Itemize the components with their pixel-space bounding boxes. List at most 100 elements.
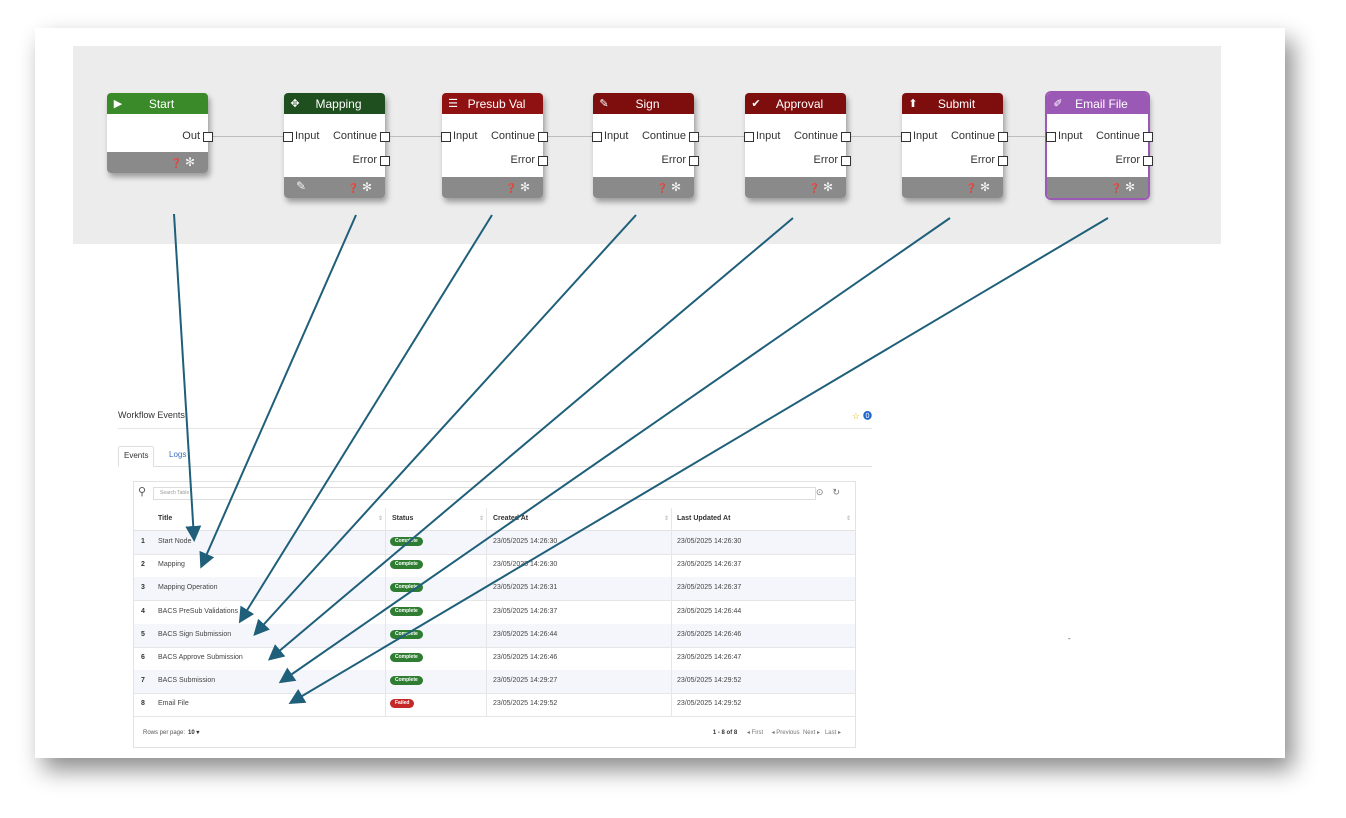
cell-created-at: 23/05/2025 14:26:44 [493, 630, 558, 638]
move-icon: ✥ [290, 98, 300, 110]
sort-icon[interactable]: ⇕ [479, 516, 485, 522]
input-port[interactable] [901, 132, 911, 142]
help-icon[interactable]: ❓ [347, 183, 362, 193]
node-header[interactable]: ✐Email File [1047, 93, 1148, 114]
gear-icon[interactable]: ✻ [670, 180, 684, 194]
column-header-last-updated-at[interactable]: Last Updated At [677, 515, 731, 522]
node-header[interactable]: ✎Sign [593, 93, 694, 114]
gear-icon[interactable]: ✻ [184, 155, 198, 169]
node-header[interactable]: ✔Approval [745, 93, 846, 114]
node-header[interactable]: ✥Mapping [284, 93, 385, 114]
output-port[interactable] [203, 132, 213, 142]
column-header-created-at[interactable]: Created At [493, 515, 529, 522]
help-icon[interactable]: ❓ [1110, 183, 1125, 193]
check-icon: ✔ [751, 98, 761, 110]
tab-logs[interactable]: Logs [169, 450, 187, 459]
output-port[interactable] [689, 132, 699, 142]
upload-icon: ⬆ [908, 98, 918, 110]
gear-icon[interactable]: ✻ [1124, 180, 1138, 194]
search-input[interactable]: Search Table [153, 487, 816, 500]
node-title: Presub Val [467, 96, 526, 111]
first-page-button[interactable]: ◂ First [746, 730, 764, 736]
port-label: Error [352, 154, 377, 166]
output-port[interactable] [538, 156, 548, 166]
column-settings-icon[interactable]: ⊙ [815, 487, 833, 497]
input-port[interactable] [744, 132, 754, 142]
column-divider [486, 508, 487, 717]
help-icon[interactable]: ❓ [965, 183, 980, 193]
rows-per-page-select[interactable]: 10 ▾ [188, 730, 200, 736]
node-header[interactable]: ⬆Submit [902, 93, 1003, 114]
output-port[interactable] [841, 156, 851, 166]
row-number: 8 [141, 700, 145, 708]
cell-title: BACS PreSub Validations [158, 607, 239, 615]
sort-icon[interactable]: ⇕ [664, 516, 670, 522]
help-icon[interactable]: ❓ [170, 158, 185, 168]
rows-per-page-label: Rows per page: [143, 730, 186, 736]
node-footer: ✎ ❓✻ [284, 177, 385, 198]
favourite-star-icon[interactable]: ☆ [851, 411, 860, 421]
gear-icon[interactable]: ✻ [519, 180, 533, 194]
output-port[interactable] [998, 132, 1008, 142]
help-icon[interactable]: ❓ [505, 183, 520, 193]
cell-last-updated-at: 23/05/2025 14:29:52 [677, 700, 742, 708]
help-icon[interactable]: ⓿ [862, 411, 872, 421]
help-icon[interactable]: ❓ [656, 183, 671, 193]
gear-icon[interactable]: ✻ [979, 180, 993, 194]
output-port[interactable] [1143, 132, 1153, 142]
output-port[interactable] [380, 156, 390, 166]
previous-page-button[interactable]: ◂ Previous [771, 730, 800, 736]
node-header[interactable]: ☰ Presub Val [442, 93, 543, 114]
sort-icon[interactable]: ⇕ [378, 516, 384, 522]
output-port[interactable] [538, 132, 548, 142]
port-label: Continue [950, 130, 995, 142]
output-port[interactable] [998, 156, 1008, 166]
cell-title: BACS Submission [158, 677, 216, 685]
output-port[interactable] [380, 132, 390, 142]
status-badge: Failed [390, 699, 415, 709]
gear-icon[interactable]: ✻ [822, 180, 836, 194]
last-page-button[interactable]: Last ▸ [824, 730, 841, 736]
tab-events[interactable]: Events [118, 446, 155, 467]
node-connector [212, 136, 284, 137]
output-port[interactable] [1143, 156, 1153, 166]
gear-icon[interactable]: ✻ [361, 180, 375, 194]
next-page-button[interactable]: Next ▸ [802, 730, 820, 736]
output-port[interactable] [689, 156, 699, 166]
help-icon[interactable]: ❓ [808, 183, 823, 193]
list-icon: ☰ [448, 98, 458, 110]
input-port[interactable] [1046, 132, 1056, 142]
column-header-title[interactable]: Title [158, 515, 173, 522]
sort-icon[interactable]: ⇕ [846, 516, 852, 522]
port-label: Out [182, 130, 200, 142]
row-number: 2 [141, 561, 145, 569]
input-port[interactable] [283, 132, 293, 142]
output-port[interactable] [841, 132, 851, 142]
node-header[interactable]: ▶Start [107, 93, 208, 114]
status-badge: Complete [390, 653, 423, 662]
row-number: 1 [141, 538, 145, 545]
refresh-icon[interactable]: ↻ [832, 487, 849, 497]
input-port[interactable] [592, 132, 602, 142]
status-badge: Complete [390, 629, 423, 639]
edit-icon[interactable]: ✎ [296, 179, 307, 193]
column-header-status[interactable]: Status [392, 515, 414, 522]
node-connector [1007, 136, 1047, 137]
node-body: Out [107, 114, 213, 152]
input-port[interactable] [441, 132, 451, 142]
